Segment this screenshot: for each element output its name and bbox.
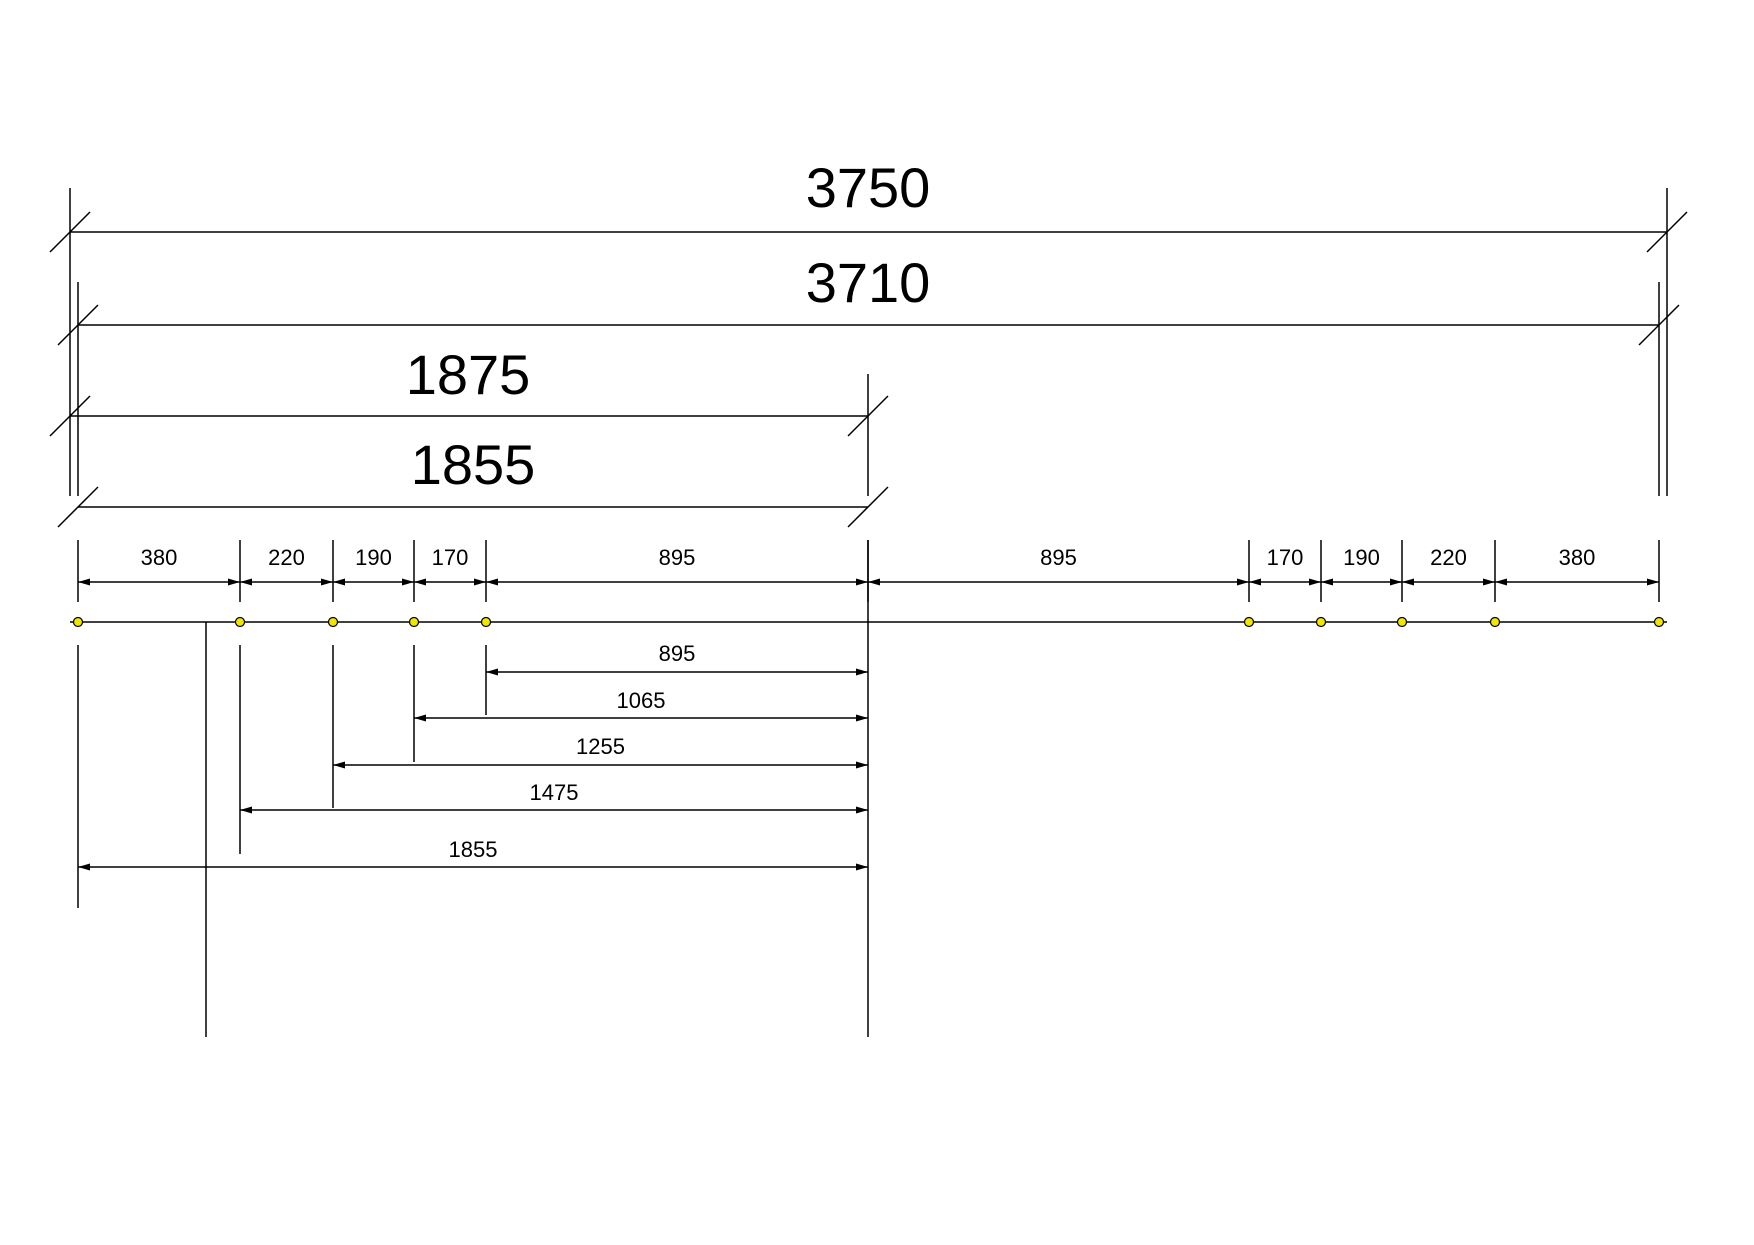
arrowhead	[868, 578, 880, 586]
arrowhead	[1237, 578, 1249, 586]
dimension-3750: 3750	[49, 156, 1688, 496]
arrowhead	[856, 714, 868, 722]
arrowhead	[402, 578, 414, 586]
axis-node	[408, 616, 420, 628]
baseline-dimension-label: 1475	[530, 780, 579, 805]
axis-node	[480, 616, 492, 628]
axis-node	[327, 616, 339, 628]
chain-dimensions: 380 220 190 170 895 895 170 190 220 380	[77, 540, 1660, 602]
arrowhead	[333, 761, 345, 769]
chain-dimension-label: 170	[1267, 545, 1304, 570]
chain-segment: 220	[240, 545, 333, 586]
arrowhead	[414, 714, 426, 722]
axis-node	[1315, 616, 1327, 628]
arrowhead	[1647, 578, 1659, 586]
arrowhead	[78, 578, 90, 586]
arrowhead	[474, 578, 486, 586]
chain-segment: 895	[868, 545, 1249, 586]
axis-node	[234, 616, 246, 628]
axis-nodes	[72, 616, 1665, 628]
dimension-3710-label: 3710	[806, 251, 931, 314]
axis-node	[1243, 616, 1255, 628]
arrowhead	[333, 578, 345, 586]
chain-segment: 380	[78, 545, 240, 586]
arrowhead	[486, 578, 498, 586]
chain-dimension-label: 895	[1040, 545, 1077, 570]
chain-segment: 895	[486, 545, 868, 586]
dimension-1855-top-label: 1855	[411, 433, 536, 496]
dimension-1875-label: 1875	[406, 343, 531, 406]
chain-dimension-label: 190	[1343, 545, 1380, 570]
baseline-dimension: 1255	[332, 645, 868, 808]
chain-segment: 220	[1402, 545, 1495, 586]
chain-dimension-label: 190	[355, 545, 392, 570]
baseline-dimension: 895	[485, 641, 868, 715]
axis-node	[1653, 616, 1665, 628]
dimension-3750-label: 3750	[806, 156, 931, 219]
chain-dimension-label: 380	[1559, 545, 1596, 570]
baseline-dimension-label: 895	[659, 641, 696, 666]
arrowhead	[856, 806, 868, 814]
arrowhead	[78, 863, 90, 871]
chain-dimension-label: 380	[141, 545, 178, 570]
baseline-dimension-label: 1065	[617, 688, 666, 713]
chain-segment: 170	[414, 545, 486, 586]
dimension-1855-top: 1855	[57, 433, 889, 528]
chain-segment: 170	[1249, 545, 1321, 586]
arrowhead	[240, 806, 252, 814]
main-axis	[70, 540, 1667, 1037]
chain-segment: 190	[1321, 545, 1402, 586]
arrowhead	[1402, 578, 1414, 586]
baseline-dimension: 1475	[239, 645, 868, 854]
dimension-1875: 1875	[49, 343, 889, 496]
arrowhead	[1309, 578, 1321, 586]
arrowhead	[856, 578, 868, 586]
baseline-dimensions: 895 1065 1255 1475 1855	[77, 641, 868, 908]
arrowhead	[856, 863, 868, 871]
arrowhead	[321, 578, 333, 586]
arrowhead	[240, 578, 252, 586]
arrowhead	[1483, 578, 1495, 586]
axis-node	[72, 616, 84, 628]
arrowhead	[486, 668, 498, 676]
baseline-dimension-label: 1855	[449, 837, 498, 862]
chain-dimension-label: 220	[268, 545, 305, 570]
arrowhead	[856, 668, 868, 676]
chain-segment: 190	[333, 545, 414, 586]
arrowhead	[1249, 578, 1261, 586]
arrowhead	[1321, 578, 1333, 586]
chain-segment: 380	[1495, 545, 1659, 586]
dimension-3710: 3710	[57, 251, 1680, 496]
baseline-dimension: 1065	[413, 645, 868, 762]
arrowhead	[414, 578, 426, 586]
chain-dimension-label: 220	[1430, 545, 1467, 570]
arrowhead	[1390, 578, 1402, 586]
axis-node	[1489, 616, 1501, 628]
chain-dimension-label: 170	[432, 545, 469, 570]
baseline-dimension: 1855	[77, 645, 868, 908]
arrowhead	[856, 761, 868, 769]
chain-dimension-label: 895	[659, 545, 696, 570]
arrowhead	[1495, 578, 1507, 586]
baseline-dimension-label: 1255	[576, 734, 625, 759]
axis-node	[1396, 616, 1408, 628]
arrowhead	[228, 578, 240, 586]
